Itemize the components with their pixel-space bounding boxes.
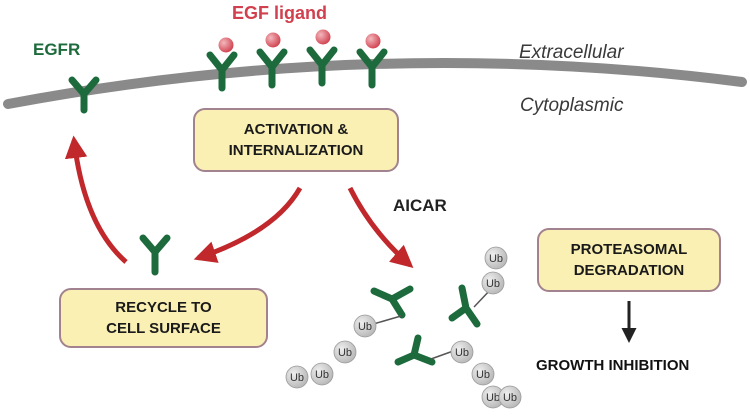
- ubiquitin-label: Ub: [476, 369, 490, 381]
- ubiquitin-label: Ub: [503, 392, 517, 404]
- ubiquitin-label: Ub: [358, 321, 372, 333]
- egf-ligand-icon: [365, 33, 381, 49]
- proteasomal-degradation-box: PROTEASOMAL DEGRADATION: [537, 228, 721, 292]
- ubiquitin-label: Ub: [315, 369, 329, 381]
- cytoplasmic-label: Cytoplasmic: [520, 95, 624, 116]
- arrow-to-degradation: [347, 186, 414, 268]
- ubiquitin-label: Ub: [338, 347, 352, 359]
- ubiquitinated-receptor-icon: [448, 284, 481, 328]
- ubiquitin-label: Ub: [290, 372, 304, 384]
- egf-ligand-label: EGF ligand: [232, 3, 328, 23]
- egfr-receptor-icon: [68, 76, 100, 114]
- ubiquitin-bead-icon: [333, 340, 357, 364]
- arrow-to-recycle: [193, 186, 303, 263]
- ubiquitin-bead-icon: [450, 340, 474, 364]
- extracellular-label: Extracellular: [519, 42, 624, 63]
- ligand-bound-receptor-icon: [206, 51, 238, 92]
- ubiquitinated-receptor-icon: [394, 334, 436, 366]
- ubiquitinated-receptor-icon: [370, 285, 414, 319]
- ubiquitin-bead-icon: [310, 362, 334, 386]
- egf-ligand-icon: [218, 37, 234, 53]
- ubiquitin-bead-icon: [484, 246, 508, 270]
- ubiquitin-label: Ub: [455, 347, 469, 359]
- ligand-bound-receptor-icon: [256, 48, 288, 89]
- egf-ligand-icon: [315, 29, 331, 45]
- recycle-to-cell-surface-box: RECYCLE TO CELL SURFACE: [59, 288, 268, 348]
- arrow-to-surface: [64, 135, 128, 264]
- ubiquitin-bead-icon: [498, 385, 522, 409]
- egfr-label: EGFR: [33, 40, 81, 59]
- ubiquitin-label: Ub: [486, 278, 500, 290]
- growth-inhibition-label: GROWTH INHIBITION: [536, 357, 690, 374]
- ubiquitin-bead-icon: [353, 314, 377, 338]
- ligand-bound-receptor-icon: [306, 46, 338, 87]
- egf-ligand-icon: [265, 32, 281, 48]
- recycled-receptor-icon: [139, 234, 171, 276]
- ligand-bound-receptor-icon: [356, 48, 388, 89]
- activation-internalization-box: ACTIVATION & INTERNALIZATION: [193, 108, 399, 172]
- ubiquitin-bead-icon: [471, 362, 495, 386]
- ubiquitin-label: Ub: [489, 253, 503, 265]
- ubiquitin-label: Ub: [486, 392, 500, 404]
- ubiquitin-bead-icon: [285, 365, 309, 389]
- ubiquitin-bead-icon: [481, 271, 505, 295]
- aicar-label: AICAR: [393, 196, 447, 215]
